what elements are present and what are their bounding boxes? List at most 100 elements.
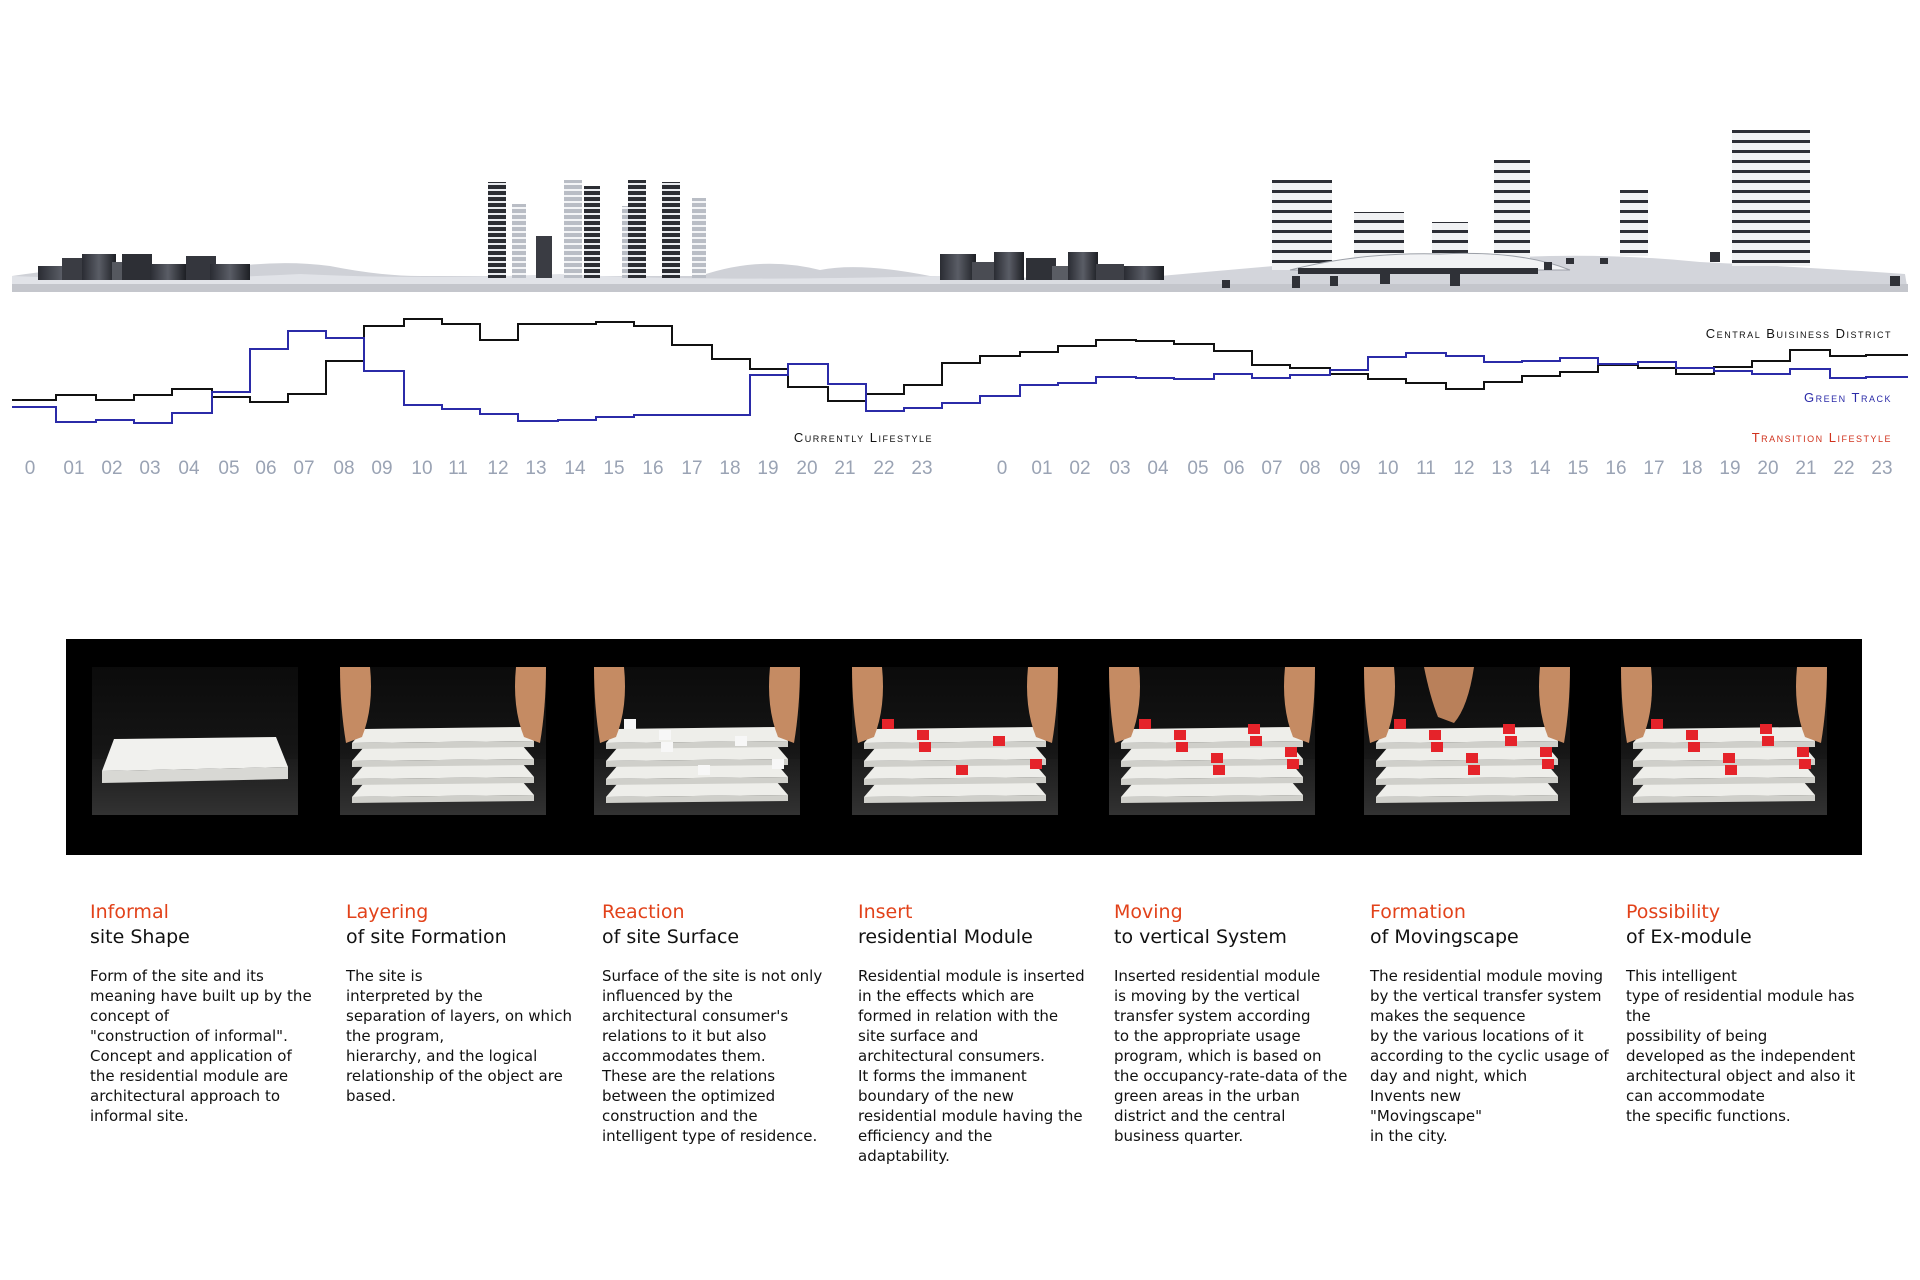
description-line: Inserted residential module [1114, 967, 1321, 985]
description-line: Residential module is inserted [858, 967, 1085, 985]
step-title: Informal [90, 901, 169, 923]
hour-tick-label: 03 [139, 458, 160, 479]
high-rise-cluster-left [488, 180, 706, 278]
description-line: business quarter. [1114, 1127, 1244, 1145]
hour-tick-label: 19 [1719, 458, 1740, 479]
model-photo-layered-slabs [340, 667, 546, 815]
description-line: Form of the site and its [90, 967, 264, 985]
description-line: the residential module are [90, 1067, 289, 1085]
description-line: site surface and [858, 1027, 979, 1045]
model-photo-ex-module [1621, 667, 1827, 815]
step-title: Possibility [1626, 901, 1721, 923]
hour-tick-label: 22 [1833, 458, 1854, 479]
description-line: makes the sequence [1370, 1007, 1526, 1025]
hour-tick-label: 23 [1871, 458, 1892, 479]
description-line: informal site. [90, 1107, 189, 1125]
description-line: formed in relation with the [858, 1007, 1059, 1025]
hour-tick-label: 20 [796, 458, 817, 479]
description-line: possibility of being [1626, 1027, 1768, 1045]
description-line: in the effects which are [858, 987, 1035, 1005]
hour-tick-label: 01 [1031, 458, 1052, 479]
description-line: interpreted by the [346, 987, 483, 1005]
hour-tick-label: 14 [1529, 458, 1551, 479]
description-line: The residential module moving [1370, 967, 1603, 985]
step-title: Reaction [602, 901, 685, 923]
description-line: Invents new [1370, 1087, 1462, 1105]
hour-tick-label: 11 [448, 458, 468, 479]
hour-tick-label: 06 [255, 458, 276, 479]
hour-tick-label: 04 [178, 458, 200, 479]
hour-tick-label: 10 [411, 458, 432, 479]
hour-tick-label: 22 [873, 458, 894, 479]
step-subtitle: of site Formation [346, 926, 507, 948]
description-line: influenced by the [602, 987, 733, 1005]
hour-tick-label: 20 [1757, 458, 1778, 479]
currently-lifestyle-label: Currently Lifestyle [794, 430, 933, 445]
low-rise-cluster-left [38, 254, 250, 280]
module-city-right [1222, 130, 1900, 288]
description-line: efficiency and the [858, 1127, 993, 1145]
hour-tick-label: 15 [603, 458, 624, 479]
hour-tick-label: 13 [525, 458, 546, 479]
hour-tick-label: 12 [487, 458, 508, 479]
description-line: the program, [346, 1027, 445, 1045]
hour-tick-label: 02 [1069, 458, 1090, 479]
hour-tick-label: 05 [1187, 458, 1208, 479]
description-line: These are the relations [602, 1067, 776, 1085]
model-photo-movingscape-formation [1364, 667, 1570, 815]
description-line: by the various locations of it [1370, 1027, 1584, 1045]
hour-tick-label: 09 [1339, 458, 1360, 479]
step-subtitle: of Ex-module [1626, 926, 1752, 948]
description-line: concept of [90, 1007, 170, 1025]
model-photo-moving-modules [1109, 667, 1315, 815]
description-line: Surface of the site is not only [602, 967, 823, 985]
hour-tick-label: 21 [834, 458, 855, 479]
step-subtitle: of Movingscape [1370, 926, 1519, 948]
hour-tick-label: 07 [1261, 458, 1282, 479]
step-title: Formation [1370, 901, 1466, 923]
process-photo-strip [66, 639, 1862, 855]
model-photo-surface-reaction [594, 667, 800, 815]
description-line: based. [346, 1087, 397, 1105]
hour-tick-label: 04 [1147, 458, 1169, 479]
description-line: by the vertical transfer system [1370, 987, 1602, 1005]
hour-tick-label: 16 [1605, 458, 1626, 479]
hour-tick-label: 17 [681, 458, 702, 479]
step-subtitle: residential Module [858, 926, 1033, 948]
description-line: can accommodate [1626, 1087, 1765, 1105]
description-line: developed as the independent [1626, 1047, 1856, 1065]
hour-tick-label: 0 [997, 458, 1008, 479]
description-line: Concept and application of [90, 1047, 292, 1065]
description-line: meaning have built up by the [90, 987, 312, 1005]
hour-tick-label: 09 [371, 458, 392, 479]
description-line: It forms the immanent [858, 1067, 1027, 1085]
model-photo-inserted-modules [852, 667, 1058, 815]
hour-tick-label: 19 [757, 458, 778, 479]
description-line: hierarchy, and the logical [346, 1047, 538, 1065]
description-line: day and night, which [1370, 1067, 1528, 1085]
cbd-label: Central Buisiness District [1706, 326, 1892, 341]
description-line: to the appropriate usage [1114, 1027, 1301, 1045]
hour-tick-label: 01 [63, 458, 84, 479]
hour-tick-label: 11 [1416, 458, 1436, 479]
description-line: the specific functions. [1626, 1107, 1791, 1125]
description-line: the occupancy-rate-data of the [1114, 1067, 1348, 1085]
hour-tick-label: 08 [1299, 458, 1320, 479]
green-track-label: Green Track [1804, 390, 1892, 405]
hour-tick-label: 0 [25, 458, 36, 479]
description-line: adaptability. [858, 1147, 950, 1165]
description-line: "Movingscape" [1370, 1107, 1482, 1125]
description-line: "construction of informal". [90, 1027, 288, 1045]
green-track-line [12, 330, 1908, 424]
occupancy-curves [12, 318, 1908, 424]
hour-tick-label: 14 [564, 458, 586, 479]
low-rise-cluster-middle [940, 252, 1164, 280]
